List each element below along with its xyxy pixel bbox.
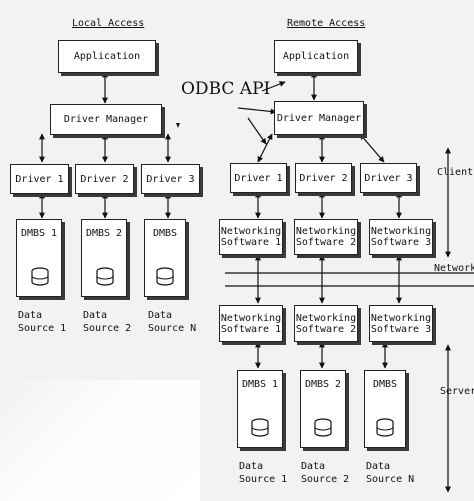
remote-dbms-2-label: DMBS 2 <box>304 379 342 390</box>
remote-driver-3-box: Driver 3 <box>360 163 417 193</box>
local-dbms-3-box: DMBS <box>144 219 186 297</box>
client-networking-software-2-box: Networking Software 2 <box>294 219 358 255</box>
remote-data-source-3-cylinder-icon <box>376 418 394 437</box>
remote-driver-manager-box: Driver Manager <box>274 101 364 135</box>
remote-data-source-3-label: Data Source N <box>366 461 415 485</box>
local-data-source-3-label: Data Source N <box>148 310 197 334</box>
local-data-source-1-cylinder-icon <box>31 267 49 286</box>
network-label: Network <box>434 263 474 274</box>
remote-dm-driver3-arrow <box>359 133 385 163</box>
paper-fade <box>0 380 200 501</box>
remote-dm-driver1-arrow <box>257 133 273 163</box>
local-dbms-2-box: DMBS 2 <box>81 219 127 297</box>
server-networking-software-1-box: Networking Software 1 <box>219 305 283 342</box>
client-networking-software-3-box: Networking Software 3 <box>369 219 433 255</box>
local-data-source-3-cylinder-icon <box>156 267 174 286</box>
local-dbms-3-label: DMBS <box>152 228 178 239</box>
remote-dbms-3-box: DMBS <box>364 370 406 448</box>
remote-driver-2-box: Driver 2 <box>295 163 352 193</box>
odbc-api-label: ODBC API <box>181 79 271 99</box>
local-dbms-1-label: DMBS 1 <box>20 228 58 239</box>
remote-access-heading: Remote Access <box>287 18 366 29</box>
local-driver-3-box: Driver 3 <box>141 164 200 194</box>
local-dbms-1-box: DMBS 1 <box>16 219 62 297</box>
local-dbms-2-label: DMBS 2 <box>85 228 123 239</box>
server-label: Server <box>440 386 474 397</box>
local-driver-manager-box: Driver Manager <box>50 104 162 135</box>
remote-data-source-1-cylinder-icon <box>251 418 269 437</box>
remote-data-source-1-label: Data Source 1 <box>239 461 288 485</box>
server-networking-software-3-box: Networking Software 3 <box>369 305 433 342</box>
remote-dbms-1-label: DMBS 1 <box>241 379 279 390</box>
remote-dbms-3-label: DMBS <box>372 379 398 390</box>
client-label: Client <box>437 167 474 178</box>
odbc-pointer-driver <box>247 117 267 145</box>
odbc-pointer-dm <box>237 107 277 115</box>
local-access-heading: Local Access <box>72 18 145 29</box>
remote-dbms-2-box: DMBS 2 <box>300 370 346 448</box>
odbc-pointer-app <box>261 81 286 92</box>
local-data-source-2-label: Data Source 2 <box>83 310 132 334</box>
local-data-source-2-cylinder-icon <box>96 267 114 286</box>
server-networking-software-2-box: Networking Software 2 <box>294 305 358 342</box>
remote-data-source-2-label: Data Source 2 <box>301 461 350 485</box>
local-application-box: Application <box>58 40 156 73</box>
client-networking-software-1-box: Networking Software 1 <box>219 219 283 255</box>
remote-application-box: Application <box>274 40 358 73</box>
local-driver-1-box: Driver 1 <box>10 164 69 194</box>
remote-data-source-2-cylinder-icon <box>314 418 332 437</box>
local-data-source-1-label: Data Source 1 <box>18 310 67 334</box>
remote-driver-1-box: Driver 1 <box>230 163 287 193</box>
remote-dbms-1-box: DMBS 1 <box>237 370 283 448</box>
local-driver-2-box: Driver 2 <box>75 164 134 194</box>
